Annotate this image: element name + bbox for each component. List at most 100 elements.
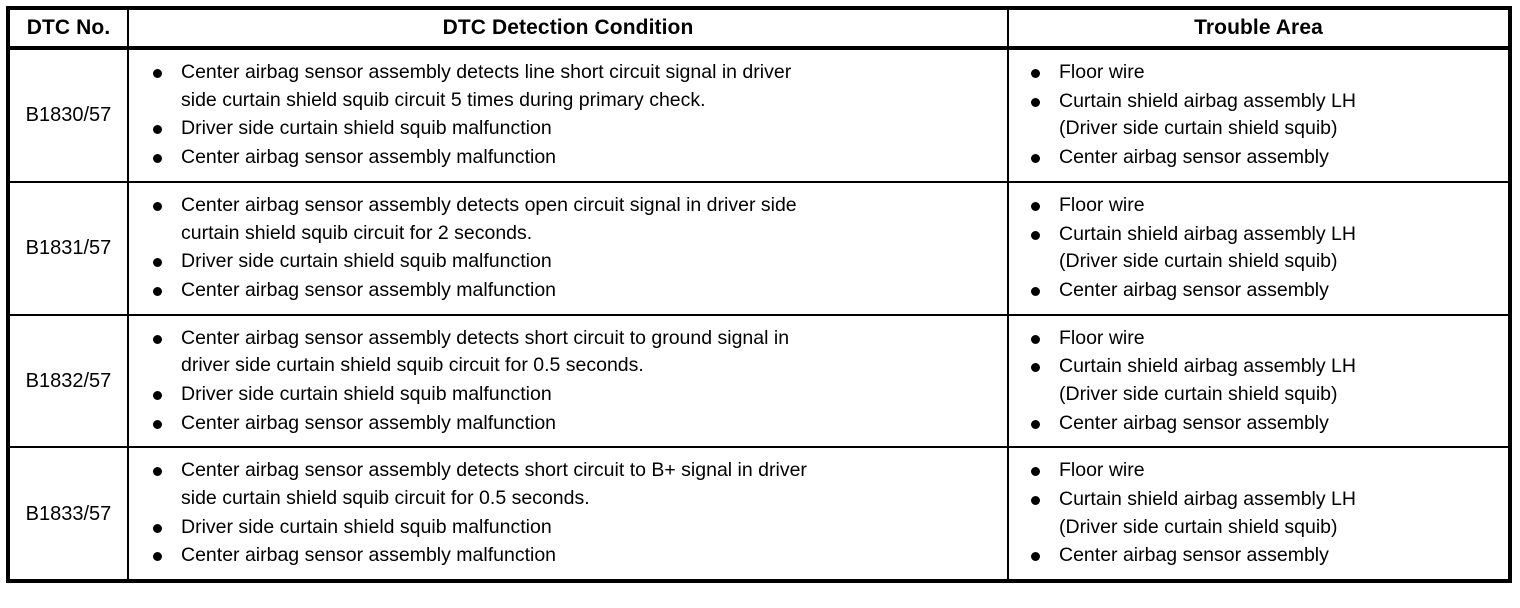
list-item: Driver side curtain shield squib malfunc… [151,514,997,542]
detection-condition-cell: Center airbag sensor assembly detects sh… [128,314,1009,448]
list-item-line: Driver side curtain shield squib malfunc… [181,382,552,405]
detection-condition-list: Center airbag sensor assembly detects op… [129,183,1007,314]
bullet-icon [153,467,162,477]
list-item-line-continued: side curtain shield squib circuit 5 time… [181,88,706,111]
list-item-line: Center airbag sensor assembly detects sh… [181,459,807,482]
bullet-icon [1031,467,1040,477]
bullet-icon [153,552,162,562]
detection-condition-cell: Center airbag sensor assembly detects op… [128,181,1009,315]
list-item-line-continued: side curtain shield squib circuit for 0.… [181,487,590,510]
list-item-line-continued: (Driver side curtain shield squib) [1059,515,1338,538]
list-item: Center airbag sensor assembly detects li… [151,59,997,114]
list-item: Curtain shield airbag assembly LH (Driver… [1029,486,1498,541]
bullet-icon [1031,419,1040,429]
bullet-icon [153,390,162,400]
list-item-line-continued: (Driver side curtain shield squib) [1059,250,1338,273]
list-item: Floor wire [1029,325,1498,353]
list-item-line: Center airbag sensor assembly malfunctio… [181,544,557,567]
bullet-icon [153,201,162,211]
list-item-line-continued: curtain shield squib circuit for 2 secon… [181,221,533,244]
list-item-line: Center airbag sensor assembly [1059,278,1329,301]
list-item-line: Curtain shield airbag assembly LH [1059,355,1356,378]
bullet-icon [153,419,162,429]
list-item: Driver side curtain shield squib malfunc… [151,248,997,276]
bullet-icon [1031,97,1040,107]
bullet-icon [1031,363,1040,373]
list-item-line: Curtain shield airbag assembly LH [1059,222,1356,245]
list-item-line: Driver side curtain shield squib malfunc… [181,117,552,140]
list-item-line: Center airbag sensor assembly detects li… [181,61,792,84]
list-item-line-continued: (Driver side curtain shield squib) [1059,117,1338,140]
list-item-line: Center airbag sensor assembly malfunctio… [181,278,557,301]
list-item: Center airbag sensor assembly detects op… [151,192,997,247]
list-item-line: Floor wire [1059,326,1145,349]
dtc-number-cell: B1831/57 [8,181,129,315]
list-item: Center airbag sensor assembly detects sh… [151,325,997,380]
table-row: B1830/57 Center airbag sensor assembly de… [8,48,1510,182]
detection-condition-list: Center airbag sensor assembly detects li… [129,50,1007,181]
list-item-line: Center airbag sensor assembly detects sh… [181,326,790,349]
detection-condition-list: Center airbag sensor assembly detects sh… [129,316,1007,447]
dtc-diagnostic-table: DTC No. DTC Detection Condition Trouble … [6,6,1512,584]
bullet-icon [1031,69,1040,79]
bullet-icon [1031,552,1040,562]
list-item-line: Driver side curtain shield squib malfunc… [181,250,552,273]
table-row: B1831/57 Center airbag sensor assembly de… [8,181,1510,315]
bullet-icon [153,258,162,268]
list-item-line: Center airbag sensor assembly malfunctio… [181,146,557,169]
column-header-dtc-no: DTC No. [8,8,129,51]
detection-condition-cell: Center airbag sensor assembly detects li… [128,48,1009,182]
column-header-trouble-area: Trouble Area [1008,8,1510,51]
dtc-number-cell: B1833/57 [8,447,129,582]
list-item: Driver side curtain shield squib malfunc… [151,381,997,409]
list-item: Center airbag sensor assembly malfunctio… [151,144,997,172]
bullet-icon [1031,230,1040,240]
detection-condition-cell: Center airbag sensor assembly detects sh… [128,447,1009,582]
list-item-line-continued: (Driver side curtain shield squib) [1059,382,1338,405]
bullet-icon [153,523,162,533]
list-item-line: Curtain shield airbag assembly LH [1059,488,1356,511]
list-item-line: Center airbag sensor assembly detects op… [181,193,797,216]
list-item-line-continued: driver side curtain shield squib circuit… [181,354,644,377]
bullet-icon [153,154,162,164]
bullet-icon [153,125,162,135]
bullet-icon [1031,286,1040,296]
list-item-line: Floor wire [1059,193,1145,216]
column-header-detection-condition: DTC Detection Condition [128,8,1009,51]
detection-condition-list: Center airbag sensor assembly detects sh… [129,448,1007,579]
list-item-line: Center airbag sensor assembly [1059,411,1329,434]
bullet-icon [1031,201,1040,211]
bullet-icon [1031,496,1040,506]
list-item: Center airbag sensor assembly malfunctio… [151,277,997,305]
bullet-icon [153,334,162,344]
table-row: B1833/57 Center airbag sensor assembly de… [8,447,1510,582]
list-item-line: Curtain shield airbag assembly LH [1059,89,1356,112]
list-item: Center airbag sensor assembly detects sh… [151,457,997,512]
list-item: Center airbag sensor assembly [1029,277,1498,305]
bullet-icon [153,69,162,79]
list-item: Curtain shield airbag assembly LH (Driver… [1029,353,1498,408]
table-header: DTC No. DTC Detection Condition Trouble … [8,8,1510,51]
list-item: Center airbag sensor assembly [1029,410,1498,438]
list-item: Driver side curtain shield squib malfunc… [151,115,997,143]
list-item: Center airbag sensor assembly malfunctio… [151,542,997,570]
dtc-number-cell: B1830/57 [8,48,129,182]
table-header-row: DTC No. DTC Detection Condition Trouble … [8,8,1510,51]
list-item-line: Floor wire [1059,61,1145,84]
list-item: Curtain shield airbag assembly LH (Driver… [1029,88,1498,143]
bullet-icon [1031,154,1040,164]
bullet-icon [153,286,162,296]
list-item: Floor wire [1029,192,1498,220]
list-item-line: Floor wire [1059,459,1145,482]
list-item-line: Center airbag sensor assembly [1059,146,1329,169]
list-item: Floor wire [1029,457,1498,485]
